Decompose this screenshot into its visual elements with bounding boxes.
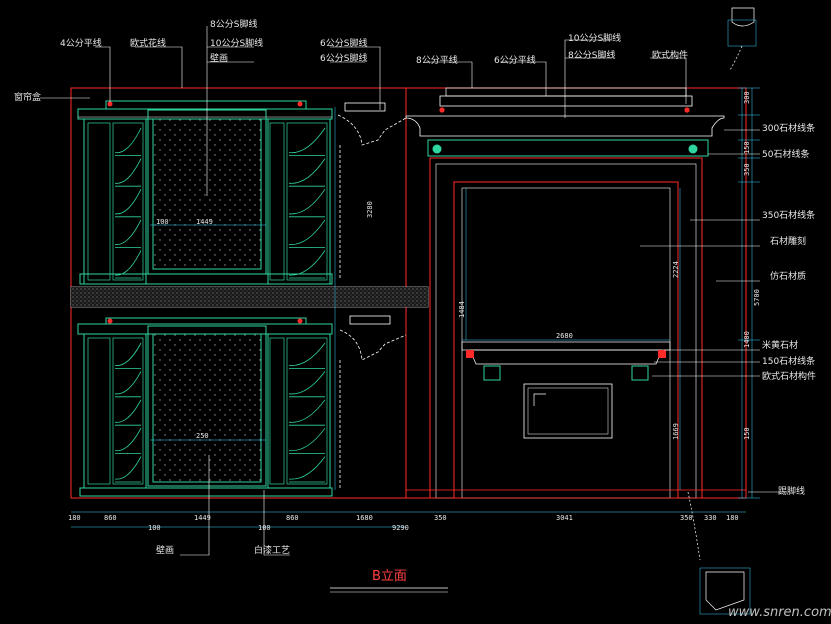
dim-b1: 860	[104, 514, 117, 522]
dim-b8: 3041	[556, 514, 573, 522]
shelf-curve	[288, 371, 326, 395]
shelf-curve	[288, 188, 326, 215]
label-4cm-flat-line: 4公分平线	[60, 37, 102, 49]
dim-b4: 100	[258, 524, 271, 532]
label-mural-top: 壁画	[210, 52, 228, 64]
dim-i2: 1484	[458, 301, 466, 318]
label-mural-bottom: 壁画	[156, 544, 174, 556]
dim-r5: 150	[743, 427, 751, 440]
dim-r1: 150	[743, 141, 751, 154]
label-350-stone-line: 350石材线条	[762, 209, 815, 221]
shelf-curve	[114, 371, 142, 395]
dim-total: 9290	[392, 524, 409, 532]
label-curtain-box: 窗帘盒	[14, 91, 41, 103]
shelf-curve	[288, 399, 326, 423]
dim-r3: 5700	[753, 289, 761, 306]
label-6cm-s-line-a: 6公分S脚线	[320, 37, 367, 49]
shelf-curve	[288, 250, 326, 276]
shelf-curve	[288, 427, 326, 452]
label-6cm-s-line-b: 6公分S脚线	[320, 52, 367, 64]
dim-r2: 350	[743, 163, 751, 176]
label-european-stone-piece: 欧式石材构件	[762, 370, 816, 382]
label-150-stone-line: 150石材线条	[762, 355, 815, 367]
shelf-curve	[114, 456, 142, 480]
dim-b9: 350	[680, 514, 693, 522]
label-6cm-flat-line: 6公分平线	[494, 54, 536, 66]
leader-lines	[40, 26, 780, 556]
dim-i0: 2680	[556, 332, 573, 340]
dim-b0: 180	[68, 514, 81, 522]
lower-cabinet	[77, 317, 333, 497]
label-10cm-s-line-right: 10公分S脚线	[568, 32, 621, 44]
dim-b2: 100	[148, 524, 161, 532]
label-european-piece: 欧式构件	[652, 49, 688, 61]
shelf-curve	[288, 127, 326, 154]
stair-cap	[344, 102, 391, 325]
label-10cm-s-line: 10公分S脚线	[210, 37, 263, 49]
shelf-curve	[288, 456, 326, 480]
shelf-curve	[114, 250, 142, 276]
label-beige-stone: 米黄石材	[762, 339, 798, 351]
label-stone-carving: 石材雕刻	[770, 235, 806, 247]
dim-i5: 1449	[196, 218, 213, 226]
text-layer: 4公分平线 欧式花线 8公分S脚线 10公分S脚线 壁画 6公分S脚线 6公分S…	[14, 18, 831, 620]
shelf-curve	[114, 158, 142, 184]
dim-i4: 3280	[366, 201, 374, 218]
profile-detail-bottom	[687, 491, 751, 615]
dim-r4: 1400	[743, 331, 751, 348]
dim-b11: 180	[726, 514, 739, 522]
inner-dim-lines	[150, 107, 681, 490]
dim-i7: 100	[156, 218, 169, 226]
label-european-molding: 欧式花线	[130, 37, 166, 49]
right-dimension-chain	[738, 87, 760, 499]
shelf-curve	[114, 428, 142, 452]
dim-i1: 2224	[672, 261, 680, 278]
shelf-curve	[288, 219, 326, 245]
shelf-curve	[288, 342, 326, 366]
shelf-fronts	[114, 127, 326, 483]
profile-detail-top	[727, 7, 757, 71]
dim-b10: 330	[704, 514, 717, 522]
label-skirting: 踢脚线	[778, 485, 805, 497]
label-8cm-s-line-right: 8公分S脚线	[568, 49, 615, 61]
label-300-stone-line: 300石材线条	[762, 122, 815, 134]
dim-r0: 300	[743, 91, 751, 104]
label-white-lacquer: 白漆工艺	[254, 544, 290, 556]
dim-b5: 860	[286, 514, 299, 522]
floor-slab	[70, 286, 429, 308]
dim-b7: 350	[434, 514, 447, 522]
shelf-curve	[114, 342, 142, 366]
bottom-dimension-chain	[71, 511, 746, 528]
label-8cm-s-line: 8公分S脚线	[210, 18, 257, 30]
drawing-title: B立面	[372, 569, 407, 584]
watermark: www.snren.com	[728, 605, 831, 620]
dim-i6: 250	[196, 432, 209, 440]
dim-b3: 1449	[194, 514, 211, 522]
label-8cm-flat-line: 8公分平线	[416, 54, 458, 66]
shelf-curve	[114, 127, 142, 154]
label-faux-stone: 仿石材质	[770, 270, 806, 282]
dim-b6: 1680	[356, 514, 373, 522]
shelf-curve	[114, 399, 142, 423]
shelf-curve	[114, 219, 142, 245]
upper-cabinet	[77, 100, 333, 285]
dim-i3: 1669	[672, 423, 680, 440]
shelf-curve	[114, 189, 142, 215]
fireplace-frame	[405, 87, 747, 499]
stair-profile	[337, 114, 407, 488]
label-50-stone-line: 50石材线条	[762, 148, 809, 160]
shelf-curve	[288, 158, 326, 184]
